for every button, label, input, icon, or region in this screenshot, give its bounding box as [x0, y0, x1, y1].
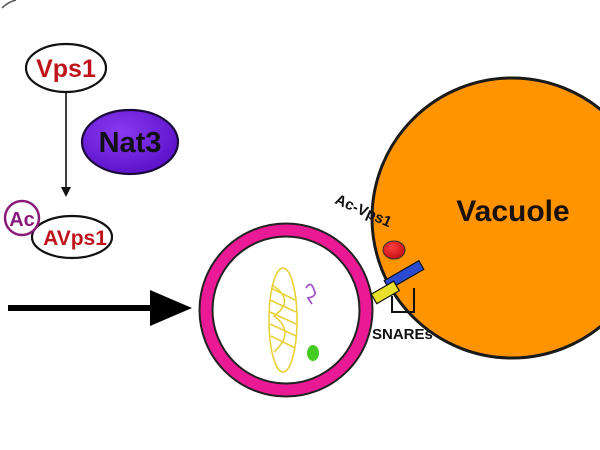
purple-squiggle — [305, 283, 317, 305]
vps1-label: Vps1 — [36, 55, 96, 83]
ac-label: Ac — [9, 209, 35, 231]
main-arrow — [8, 290, 192, 326]
snare-proteins — [370, 259, 425, 305]
dna-helix — [268, 267, 298, 373]
nat3-node: Nat3 — [80, 108, 180, 176]
ac-vps1-protein — [382, 240, 406, 260]
corner-sketch-mark — [1, 0, 17, 9]
green-particle — [307, 345, 319, 361]
snares-bracket — [391, 288, 415, 313]
snares-label: SNAREs — [372, 326, 433, 343]
vesicle — [198, 222, 374, 398]
vacuole: Vacuole — [370, 76, 600, 360]
avps1-label: AVps1 — [43, 227, 107, 250]
nat3-label: Nat3 — [99, 127, 162, 159]
vps1-node: Vps1 — [24, 42, 108, 94]
avps1-node: AVps1 — [30, 214, 114, 260]
acetyl-group: Ac — [3, 199, 41, 237]
vacuole-label: Vacuole — [456, 195, 569, 228]
